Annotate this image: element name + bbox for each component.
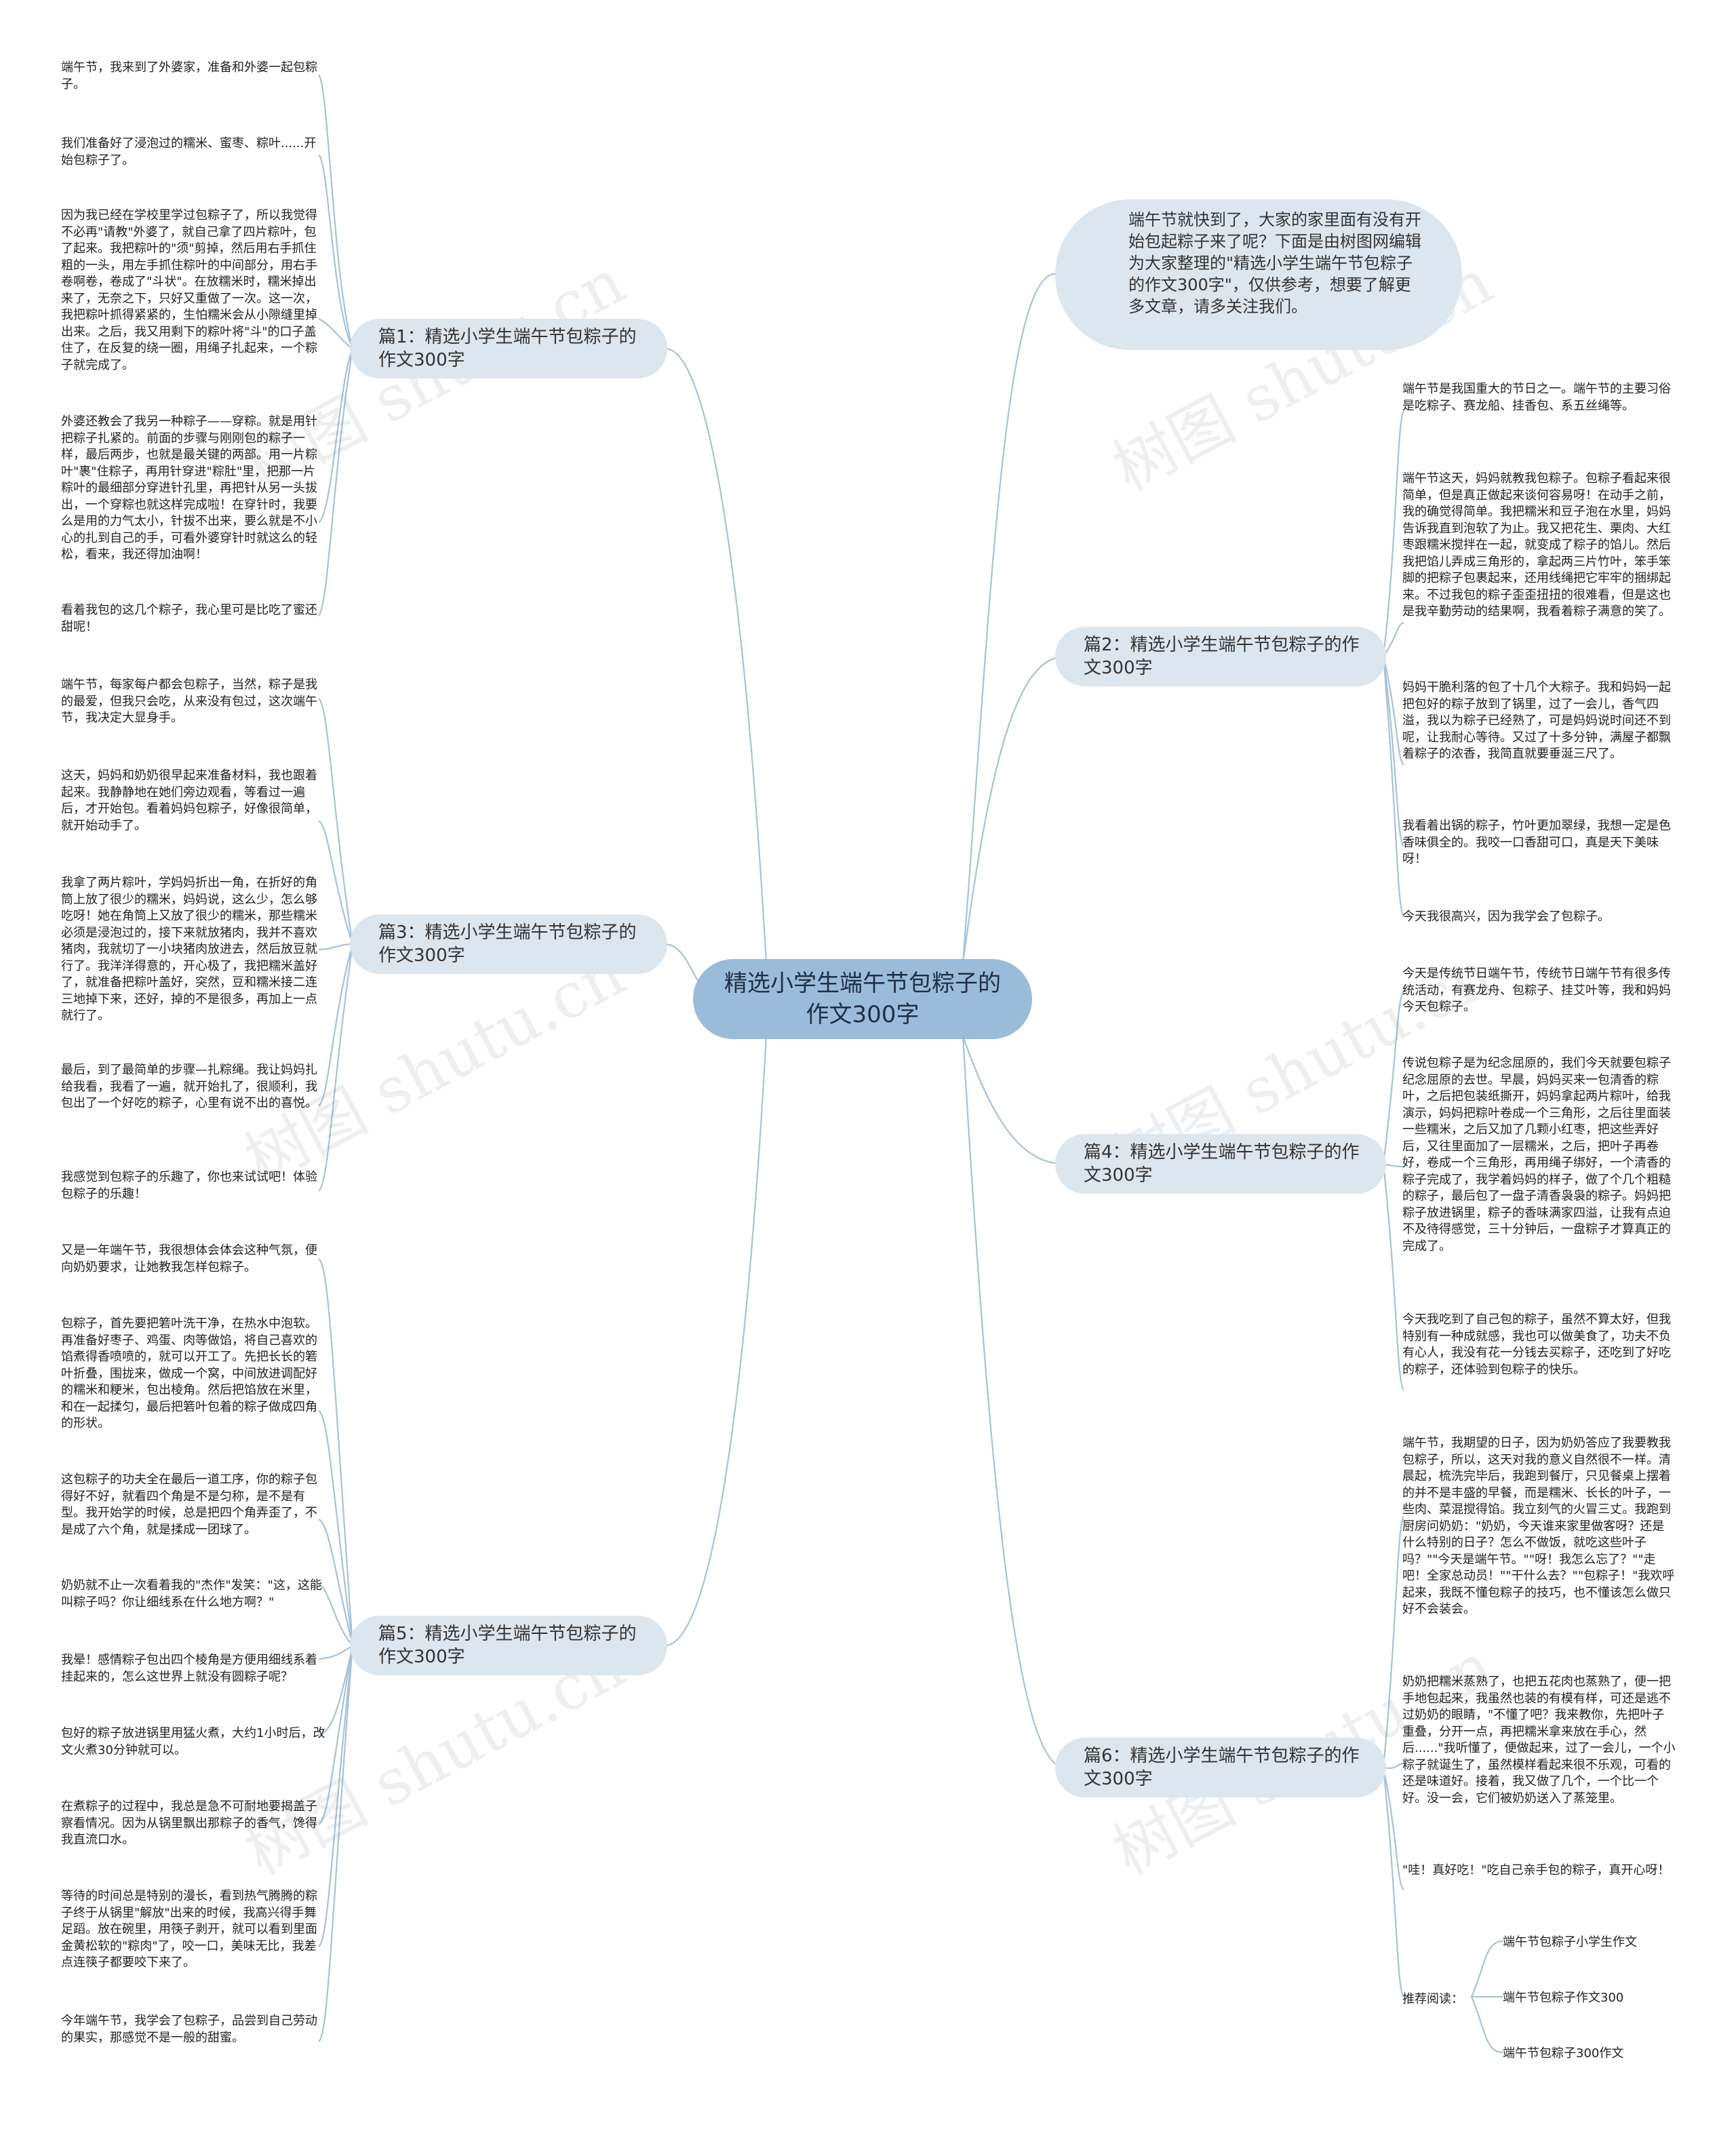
leaf-b3-1: 端午节，每家每户都会包粽子，当然，粽子是我的最爱，但我只会吃，从来没有包过，这次… [61,678,317,725]
leaf-b5-7: 在煮粽子的过程中，我总是急不可耐地要揭盖子察看情况。因为从锅里飘出那粽子的香气，… [61,1799,317,1847]
link-root-intro [962,273,1056,964]
leaf-b3-2: 这天，妈妈和奶奶很早起来准备材料，我也跟着起来。我静静地在她们旁边观看，等看过一… [61,768,317,833]
leaf-b1-1: 端午节，我来到了外婆家，准备和外婆一起包粽子。 [61,60,317,92]
leaf-b1-4: 外婆还教会了我另一种粽子——穿粽。就是用针把粽子扎紧的。前面的步骤与刚刚包的粽子… [61,414,317,562]
leaf-b4-3: 今天我吃到了自己包的粽子，虽然不算太好，但我特别有一种成就感，我也可以做美食了，… [1402,1312,1671,1377]
leaf-b1-3: 因为我已经在学校里学过包粽子了，所以我觉得不必再"请教"外婆了，就自己拿了四片粽… [61,208,317,372]
branch-5[interactable]: 篇5：精选小学生端午节包粽子的作文300字 [350,1616,667,1675]
leaf-b5-8: 等待的时间总是特别的漫长，看到热气腾腾的粽子终于从锅里"解放"出来的时候，我高兴… [61,1889,317,1970]
root-title: 精选小学生端午节包粽子的作文300字 [724,970,1001,1028]
leaf-b2-5: 今天我很高兴，因为我学会了包粽子。 [1402,910,1610,924]
leaf-b3-4: 最后，到了最简单的步骤—扎粽绳。我让妈妈扎给我看，我看了一遍，就开始扎了，很顺利… [61,1063,317,1110]
leaf-b1-2: 我们准备好了浸泡过的糯米、蜜枣、粽叶......开始包粽子了。 [61,136,317,168]
recommend-link-2[interactable]: 端午节包粽子作文300 [1503,1991,1624,2005]
link-root-b6 [962,1036,1065,1769]
leaf-b5-9: 今年端午节，我学会了包粽子，品尝到自己劳动的果实，那感觉不是一般的甜蜜。 [61,2014,317,2045]
leaf-b5-6: 包好的粽子放进锅里用猛火煮，大约1小时后，改文火煮30分钟就可以。 [61,1726,326,1757]
leaf-b4-1: 今天是传统节日端午节，传统节日端午节有很多传统活动，有赛龙舟、包粽子、挂艾叶等，… [1402,967,1671,1014]
link-root-b5 [664,1036,768,1647]
leaf-b6-1: 端午节，我期望的日子，因为奶奶答应了我要教我包粽子，所以，这天对我的意义自然很不… [1402,1436,1675,1616]
branch-4[interactable]: 篇4：精选小学生端午节包粽子的作文300字 [1055,1134,1386,1194]
link-root-b3 [664,943,699,983]
leaf-b5-1: 又是一年端午节，我很想体会体会这种气氛，便向奶奶要求，让她教我怎样包粽子。 [61,1243,317,1274]
recommend-link-3[interactable]: 端午节包粽子300作文 [1503,2046,1624,2061]
leaf-b5-3: 这包粽子的功夫全在最后一道工序，你的粽子包得好不好，就看四个角是不是匀称，是不是… [61,1472,317,1537]
leaf-b6-3: "哇！真好吃！"吃自己亲手包的粽子，真开心呀！ [1402,1863,1670,1877]
leaf-b1-5: 看着我包的这几个粽子，我心里可是比吃了蜜还甜呢！ [61,603,317,634]
leaf-b4-2: 传说包粽子是为纪念屈原的，我们今天就要包粽子纪念屈原的去世。早晨，妈妈买来一包清… [1402,1056,1671,1253]
leaf-b5-2: 包粽子，首先要把箬叶洗干净，在热水中泡软。再准备好枣子、鸡蛋、肉等做馅，将自己喜… [61,1316,317,1430]
branch-2[interactable]: 篇2：精选小学生端午节包粽子的作文300字 [1055,627,1386,686]
leaf-b2-1: 端午节是我国重大的节日之一。端午节的主要习俗是吃粽子、赛龙船、挂香包、系五丝绳等… [1402,382,1671,413]
leaf-b2-2: 端午节这天，妈妈就教我包粽子。包粽子看起来很简单，但是真正做起来谈何容易呀！在动… [1402,471,1671,619]
link-root-b4 [962,1036,1065,1165]
link-root-b2 [962,655,1065,964]
recommend-label: 推荐阅读： [1402,1992,1463,2006]
intro-node[interactable]: 端午节就快到了，大家的家里面有没有开始包起粽子来了呢？下面是由树图网编辑为大家整… [1055,199,1462,350]
recommend-link-1[interactable]: 端午节包粽子小学生作文 [1503,1935,1637,1949]
leaf-b2-4: 我看着出锅的粽子，竹叶更加翠绿，我想一定是色香味俱全的。我咬一口香甜可口，真是天… [1402,819,1671,866]
leaf-b3-5: 我感觉到包粽子的乐趣了，你也来试试吧！体验包粽子的乐趣！ [61,1170,317,1201]
leaf-b5-5: 我晕！感情粽子包出四个棱角是方便用细线系着挂起来的，怎么这世界上就没有圆粽子呢？ [61,1653,317,1684]
branch-1[interactable]: 篇1：精选小学生端午节包粽子的作文300字 [350,319,667,378]
link-root-b1 [664,347,768,964]
root-node[interactable]: 精选小学生端午节包粽子的作文300字 [693,959,1032,1039]
leaf-b5-4: 奶奶就不止一次看着我的"杰作"发笑："这，这能叫粽子吗？你让细线系在什么地方啊？… [61,1578,322,1610]
branch-3[interactable]: 篇3：精选小学生端午节包粽子的作文300字 [350,914,667,974]
branch-6[interactable]: 篇6：精选小学生端午节包粽子的作文300字 [1055,1738,1386,1797]
leaf-b6-2: 奶奶把糯米蒸熟了，也把五花肉也蒸熟了，便一把手地包起来，我虽然也装的有模有样，可… [1402,1675,1676,1806]
leaf-b2-3: 妈妈干脆利落的包了十几个大粽子。我和妈妈一起把包好的粽子放到了锅里，过了一会儿，… [1402,680,1671,761]
leaf-b3-3: 我拿了两片粽叶，学妈妈折出一角，在折好的角筒上放了很少的糯米，妈妈说，这么少，怎… [61,876,317,1023]
